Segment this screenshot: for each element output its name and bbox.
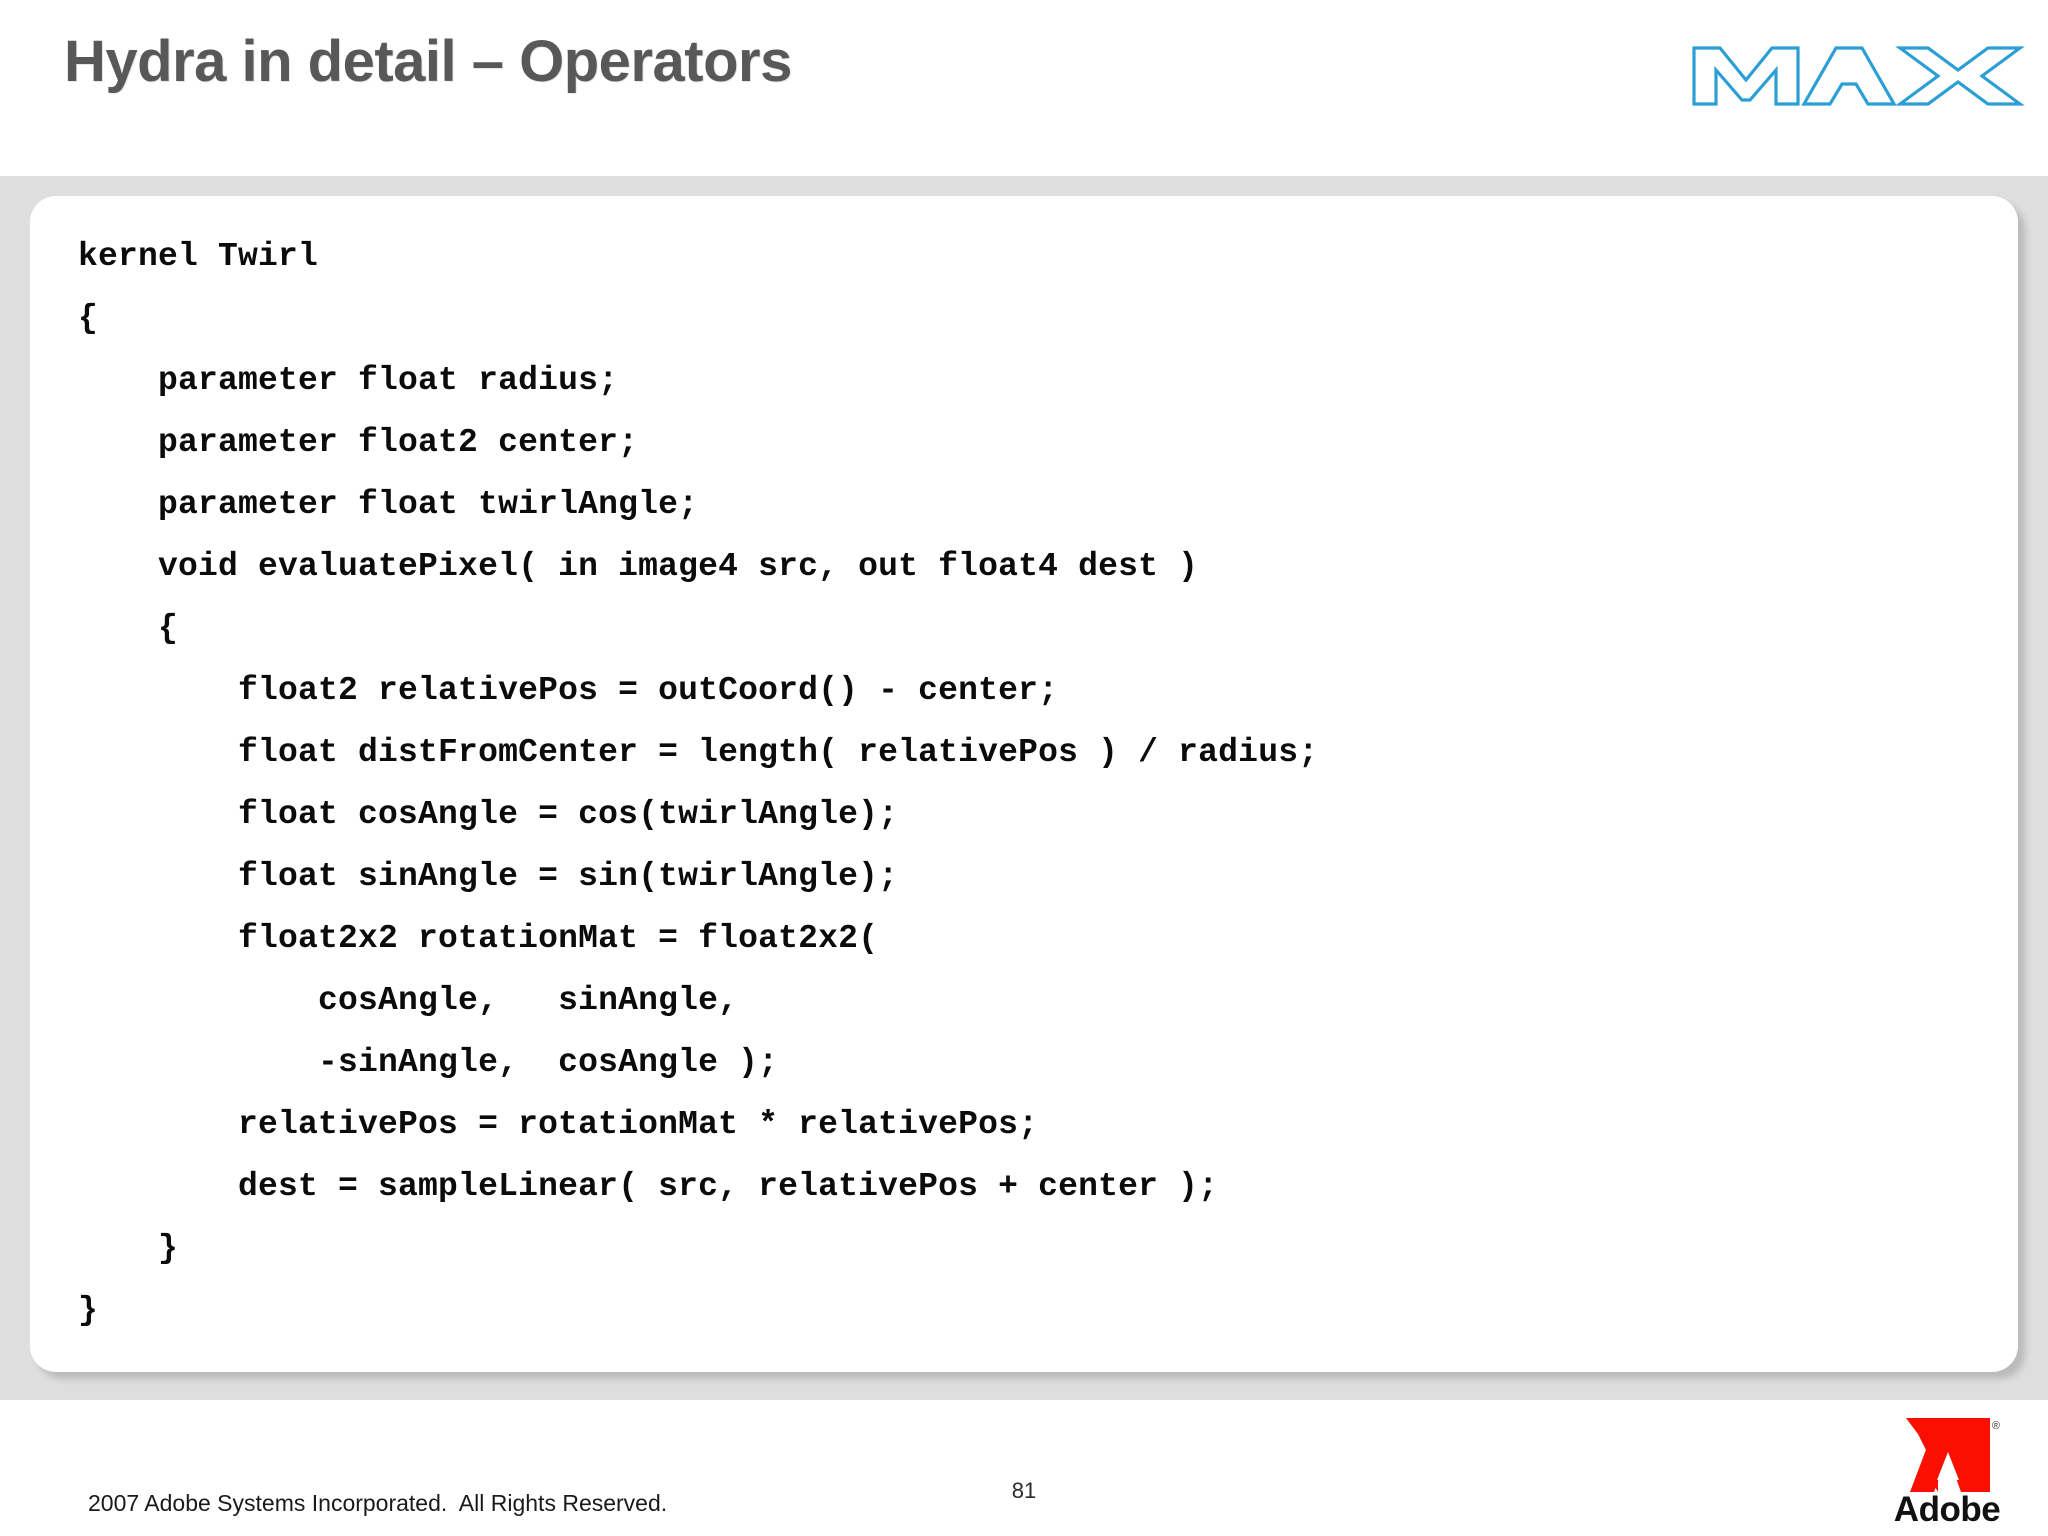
slide-footer — [0, 1400, 2048, 1536]
registered-trademark-icon: ® — [1991, 1420, 2000, 1432]
copyright-notice: 2007 Adobe Systems Incorporated. All Rig… — [88, 1490, 668, 1516]
adobe-wordmark-label: Adobe — [1893, 1490, 2001, 1529]
adobe-logo-icon: ® Adobe — [1872, 1418, 2022, 1530]
slide-header: Hydra in detail – Operators — [0, 0, 2048, 176]
adobe-a-mark-icon — [1906, 1418, 1990, 1492]
code-panel: kernel Twirl { parameter float radius; p… — [30, 196, 2018, 1372]
page-title: Hydra in detail – Operators — [64, 29, 792, 94]
page-number: 81 — [1011, 1478, 1037, 1503]
max-logo-icon — [1690, 26, 2030, 112]
code-listing: kernel Twirl { parameter float radius; p… — [78, 238, 1319, 1329]
